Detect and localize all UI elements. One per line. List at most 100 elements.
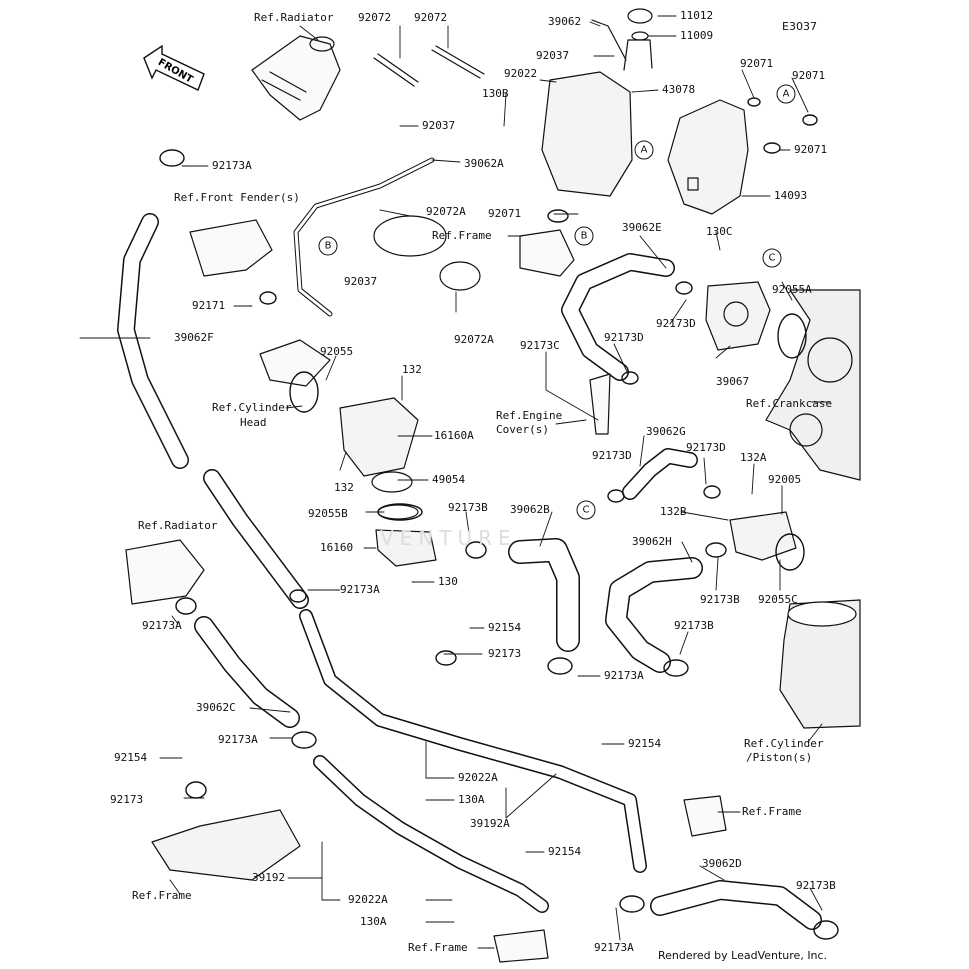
- band-clamp-lower: [439, 261, 481, 291]
- part-label: 49054: [432, 473, 466, 486]
- part-label: 130: [438, 575, 458, 588]
- radiator-ref-part: [251, 35, 341, 121]
- part-label: 14093: [774, 189, 808, 202]
- zip-tie-92072-left: [373, 53, 419, 87]
- part-label: 39062F: [174, 331, 214, 344]
- part-label: 92055: [320, 345, 354, 358]
- part-label: 92072A: [426, 205, 466, 218]
- part-label: 92022: [504, 67, 538, 80]
- part-label: 39062D: [702, 857, 742, 870]
- crankcase-ref: [765, 289, 861, 481]
- part-label: 92005: [768, 473, 802, 486]
- part-label: 130B: [482, 87, 509, 100]
- part-label: 132: [402, 363, 422, 376]
- engine-cover-ref: [589, 373, 611, 435]
- callout-c: C: [762, 248, 782, 268]
- part-label: 39062H: [632, 535, 672, 548]
- part-label: 92173A: [212, 159, 252, 172]
- frame-ref-top: [519, 229, 575, 277]
- callout-b: B: [574, 226, 594, 246]
- part-label: 16160A: [434, 429, 474, 442]
- part-label: 92173B: [796, 879, 836, 892]
- part-label: Ref.Frame: [742, 805, 802, 818]
- part-label: 92173A: [340, 583, 380, 596]
- part-label: Ref.Front Fender(s): [174, 191, 300, 204]
- part-label: 92037: [344, 275, 378, 288]
- part-label: 43078: [662, 83, 696, 96]
- part-label: Head: [240, 416, 267, 429]
- part-label: 92173A: [218, 733, 258, 746]
- part-label: 39062A: [464, 157, 504, 170]
- part-label: 92173B: [674, 619, 714, 632]
- hose-clamps: [159, 97, 839, 940]
- part-label: 92173D: [656, 317, 696, 330]
- part-label: 92037: [422, 119, 456, 132]
- part-label: Ref.Cylinder: [744, 737, 824, 750]
- part-label: Ref.Crankcase: [746, 397, 833, 410]
- radiator-ref-left: [125, 539, 205, 605]
- part-label: 92154: [548, 845, 582, 858]
- part-label: 92071: [740, 57, 774, 70]
- part-label: 39062B: [510, 503, 550, 516]
- leader-lines: [79, 15, 831, 949]
- part-label: 132: [334, 481, 354, 494]
- part-label: 39062C: [196, 701, 236, 714]
- part-label: 92022A: [458, 771, 498, 784]
- hose-39062a: [293, 157, 435, 317]
- part-label: 130A: [458, 793, 485, 806]
- part-label: 92173A: [142, 619, 182, 632]
- part-label: 132A: [740, 451, 767, 464]
- part-label: 92154: [488, 621, 522, 634]
- part-label: /Piston(s): [746, 751, 813, 764]
- part-label: 92154: [628, 737, 662, 750]
- part-label: 92055B: [308, 507, 348, 520]
- part-label: 92072A: [454, 333, 494, 346]
- part-label: 92173A: [594, 941, 634, 954]
- part-label: 39192: [252, 871, 286, 884]
- water-pump-cover: [705, 281, 771, 351]
- part-label: 39067: [716, 375, 750, 388]
- part-label: Cover(s): [496, 423, 549, 436]
- part-label: 92022A: [348, 893, 388, 906]
- frame-ref-bottom: [493, 929, 549, 963]
- part-label: 16160: [320, 541, 354, 554]
- callout-a: A: [634, 140, 654, 160]
- reservoir-tank: [541, 8, 653, 197]
- frame-ref-lower-left: [151, 809, 301, 881]
- part-label: 92173D: [592, 449, 632, 462]
- frame-ref-right: [683, 795, 727, 837]
- part-label: 92154: [114, 751, 148, 764]
- zip-tie-92072-right: [431, 45, 485, 79]
- watermark-text: VENTURE: [380, 526, 517, 550]
- part-label: 39062E: [622, 221, 662, 234]
- tank-cover: [667, 99, 749, 215]
- part-label: 92072: [414, 11, 448, 24]
- part-label: Ref.Frame: [432, 229, 492, 242]
- part-label: 39192A: [470, 817, 510, 830]
- callout-b: B: [318, 236, 338, 256]
- part-label: 92173D: [686, 441, 726, 454]
- part-label: 92071: [488, 207, 522, 220]
- part-label: 39062: [548, 15, 582, 28]
- part-label: 92072: [358, 11, 392, 24]
- part-label: 92173C: [520, 339, 560, 352]
- part-label: 92173: [110, 793, 144, 806]
- part-label: 11009: [680, 29, 714, 42]
- part-label: 92055A: [772, 283, 812, 296]
- part-label: 92037: [536, 49, 570, 62]
- water-outlet: [729, 511, 797, 561]
- cylinder-head-ref: [259, 339, 331, 387]
- front-direction-arrow-icon: FRONT: [143, 44, 205, 91]
- part-label: 132B: [660, 505, 687, 518]
- part-label: 92173D: [604, 331, 644, 344]
- part-label: Ref.Frame: [408, 941, 468, 954]
- part-label: 11012: [680, 9, 714, 22]
- part-label: Ref.Cylinder: [212, 401, 292, 414]
- part-label: Ref.Radiator: [254, 11, 334, 24]
- part-label: Ref.Frame: [132, 889, 192, 902]
- part-label: 130C: [706, 225, 733, 238]
- diagram-code: E3037: [782, 20, 817, 33]
- part-label: 92173B: [700, 593, 740, 606]
